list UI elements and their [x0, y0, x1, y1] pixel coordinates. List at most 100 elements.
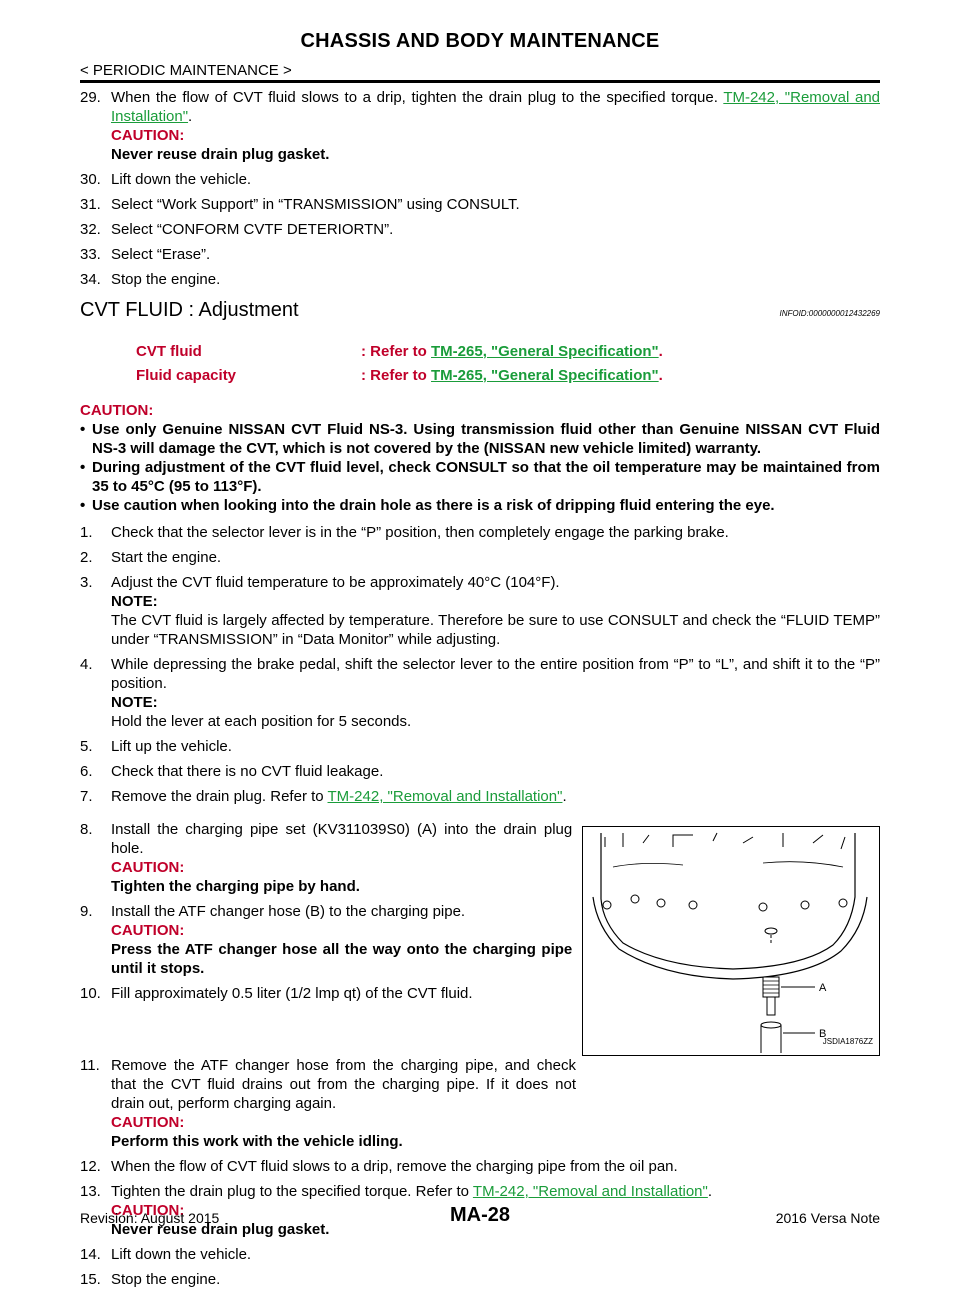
step-number: 1.: [80, 524, 93, 541]
caution-bullet: •Use only Genuine NISSAN CVT Fluid NS-3.…: [80, 421, 880, 457]
spec-prefix: : Refer to: [361, 366, 427, 384]
caution-label: CAUTION:: [111, 1114, 185, 1131]
step-13: 13. Tighten the drain plug to the specif…: [80, 1182, 880, 1239]
step-number: 9.: [80, 903, 93, 920]
step-text: Remove the drain plug. Refer to: [111, 788, 328, 805]
step-5: 5. Lift up the vehicle.: [80, 737, 880, 756]
step-number: 32.: [80, 221, 101, 238]
step-text: When the flow of CVT fluid slows to a dr…: [111, 1158, 678, 1175]
step-number: 14.: [80, 1246, 101, 1263]
step-12: 12. When the flow of CVT fluid slows to …: [80, 1157, 880, 1176]
spec-suffix: .: [658, 366, 663, 384]
footer-page-number: MA-28: [449, 1204, 510, 1226]
step-29: 29. When the flow of CVT fluid slows to …: [80, 88, 880, 164]
main-content: 29. When the flow of CVT fluid slows to …: [80, 88, 880, 1295]
caution-bullet: •During adjustment of the CVT fluid leve…: [80, 459, 880, 495]
step-text: While depressing the brake pedal, shift …: [111, 656, 880, 692]
caution-text: Never reuse drain plug gasket.: [111, 146, 330, 163]
caution-label: CAUTION:: [111, 127, 185, 144]
step-text: Install the ATF changer hose (B) to the …: [111, 903, 466, 920]
step-7: 7. Remove the drain plug. Refer to TM-24…: [80, 787, 880, 806]
breadcrumb: < PERIODIC MAINTENANCE >: [80, 62, 292, 79]
step-text: Lift down the vehicle.: [111, 171, 252, 188]
step-number: 15.: [80, 1271, 101, 1288]
punctuation: .: [188, 108, 193, 125]
note-text: The CVT fluid is largely affected by tem…: [111, 612, 880, 648]
step-2: 2. Start the engine.: [80, 548, 880, 567]
step-text: Stop the engine.: [111, 1271, 221, 1288]
step-34: 34. Stop the engine.: [80, 270, 880, 289]
step-number: 33.: [80, 246, 101, 263]
step-text: Tighten the drain plug to the specified …: [111, 1183, 473, 1200]
step-text: Check that there is no CVT fluid leakage…: [111, 763, 384, 780]
step-30: 30. Lift down the vehicle.: [80, 170, 880, 189]
step-text: Select “Erase”.: [111, 246, 211, 263]
caution-bullet: •Use caution when looking into the drain…: [80, 496, 880, 515]
caution-label: CAUTION:: [80, 402, 154, 419]
caution-block: CAUTION: •Use only Genuine NISSAN CVT Fl…: [80, 401, 880, 515]
caution-bullet-text: Use caution when looking into the drain …: [92, 497, 775, 514]
steps-with-figure: 8. Install the charging pipe set (KV3110…: [80, 820, 880, 1056]
step-33: 33. Select “Erase”.: [80, 245, 880, 264]
oil-pan-illustration: A B: [592, 832, 868, 1053]
step-text: Adjust the CVT fluid temperature to be a…: [111, 574, 560, 591]
step-number: 10.: [80, 985, 101, 1002]
spec-label: CVT fluid: [136, 342, 202, 360]
reference-link[interactable]: TM-242, "Removal and Installation": [111, 89, 880, 125]
charging-pipe-figure: A B JSDIA1876ZZ: [582, 826, 880, 1056]
step-number: 5.: [80, 738, 93, 755]
info-id: INFOID:0000000012432269: [779, 309, 880, 318]
note-label: NOTE:: [111, 593, 158, 610]
step-11: 11. Remove the ATF changer hose from the…: [80, 1056, 576, 1151]
step-1: 1. Check that the selector lever is in t…: [80, 523, 880, 542]
step-number: 2.: [80, 549, 93, 566]
caution-label: CAUTION:: [111, 1202, 185, 1219]
spec-prefix: : Refer to: [361, 342, 427, 360]
label-b: B: [819, 1028, 826, 1040]
step-number: 30.: [80, 171, 101, 188]
note-text: Hold the lever at each position for 5 se…: [111, 713, 412, 730]
page-title: CHASSIS AND BODY MAINTENANCE: [300, 30, 660, 52]
caution-text: Never reuse drain plug gasket.: [111, 1221, 330, 1238]
step-6: 6. Check that there is no CVT fluid leak…: [80, 762, 880, 781]
step-9: 9. Install the ATF changer hose (B) to t…: [80, 902, 572, 978]
step-text: Stop the engine.: [111, 271, 221, 288]
note-label: NOTE:: [111, 694, 158, 711]
step-number: 7.: [80, 788, 93, 805]
punctuation: .: [707, 1183, 713, 1200]
step-text: Fill approximately 0.5 liter (1/2 lmp qt…: [111, 985, 473, 1002]
step-8: 8. Install the charging pipe set (KV3110…: [80, 820, 572, 896]
step-number: 6.: [80, 763, 93, 780]
step-text: Install the charging pipe set (KV311039S…: [111, 821, 573, 857]
step-number: 34.: [80, 271, 101, 288]
step-number: 3.: [80, 574, 93, 591]
step-text: Select “CONFORM CVTF DETERIORTN”.: [111, 221, 394, 238]
step-number: 31.: [80, 196, 101, 213]
spec-link[interactable]: TM-265, "General Specification": [431, 366, 659, 384]
spec-row: Fluid capacity : Refer to TM-265, "Gener…: [136, 363, 880, 387]
step-text: Start the engine.: [111, 549, 222, 566]
step-text: Lift up the vehicle.: [111, 738, 232, 755]
step-15: 15. Stop the engine.: [80, 1270, 880, 1289]
step-4: 4. While depressing the brake pedal, shi…: [80, 655, 880, 731]
step-14: 14. Lift down the vehicle.: [80, 1245, 880, 1264]
spec-link[interactable]: TM-265, "General Specification": [431, 342, 659, 360]
footer-revision: Revision: August 2015: [80, 1210, 220, 1226]
reference-link[interactable]: TM-242, "Removal and Installation": [327, 788, 563, 805]
step-number: 11.: [80, 1057, 100, 1074]
caution-text: Press the ATF changer hose all the way o…: [111, 941, 573, 977]
label-a: A: [819, 982, 827, 994]
reference-link[interactable]: TM-242, "Removal and Installation": [472, 1183, 708, 1200]
punctuation: .: [562, 788, 567, 805]
step-31: 31. Select “Work Support” in “TRANSMISSI…: [80, 195, 880, 214]
caution-label: CAUTION:: [111, 922, 185, 939]
header-divider: [80, 80, 880, 83]
section-heading: CVT FLUID : Adjustment INFOID:0000000012…: [80, 300, 880, 323]
caution-bullet-text: During adjustment of the CVT fluid level…: [92, 459, 880, 495]
step-number: 13.: [80, 1183, 101, 1200]
spec-label: Fluid capacity: [136, 366, 237, 384]
footer-model: 2016 Versa Note: [775, 1210, 880, 1226]
step-text: When the flow of CVT fluid slows to a dr…: [111, 89, 718, 106]
step-text: Check that the selector lever is in the …: [111, 524, 729, 541]
step-number: 8.: [80, 821, 93, 838]
